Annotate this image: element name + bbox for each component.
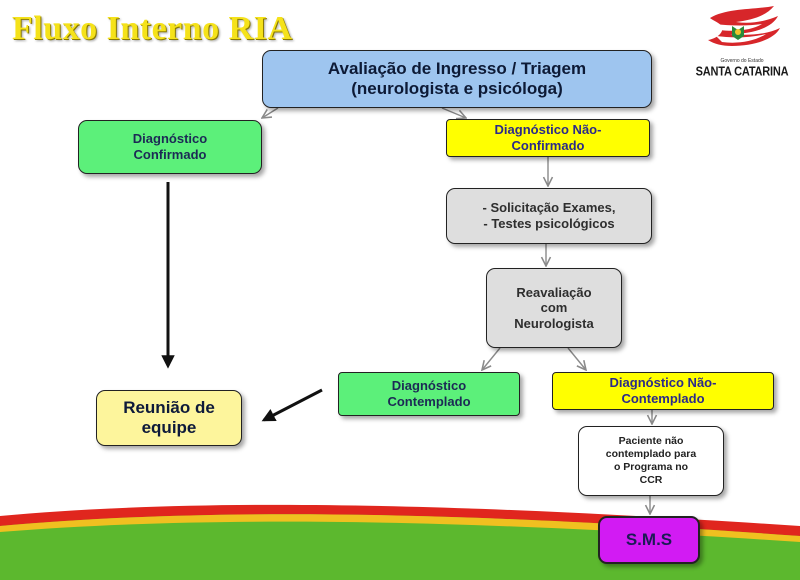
node-label: Reunião de [123, 397, 215, 417]
node-label: Confirmado [133, 147, 207, 162]
node-label: CCR [639, 474, 663, 487]
node-label: Neurologista [514, 315, 594, 331]
node-label: Contemplado [387, 394, 471, 409]
node-label: Diagnóstico [132, 131, 208, 147]
node-label: Paciente não [618, 434, 684, 447]
node-label: Avaliação de Ingresso / Triagem [327, 58, 587, 78]
node-label: Diagnóstico Não- [609, 375, 717, 391]
node-reavaliacao-neurologista: Reavaliação com Neurologista [486, 268, 622, 348]
node-avaliacao-triagem: Avaliação de Ingresso / Triagem (neurolo… [262, 50, 652, 108]
node-diagnostico-nao-contemplado: Diagnóstico Não- Contemplado [552, 372, 774, 410]
logo-subtitle: Governo do Estado [720, 58, 764, 64]
flag-icon [708, 6, 780, 46]
arrow-contemplado-to-reuniao [261, 388, 323, 422]
node-label: Reavaliação [516, 284, 592, 300]
node-diagnostico-nao-confirmado: Diagnóstico Não- Confirmado [446, 119, 650, 157]
node-reuniao-equipe: Reunião de equipe [96, 390, 242, 446]
node-label: Diagnóstico Não- [494, 122, 602, 138]
node-label: S.M.S [625, 529, 673, 549]
arrow-reavaliacao-to-nao-contemplado [567, 347, 586, 370]
arrow-triagem-to-nao-confirmado [441, 107, 466, 118]
node-label: o Programa no [613, 461, 689, 473]
node-label: - Testes psicológicos [483, 216, 615, 231]
node-label: com [540, 300, 568, 316]
logo-name: SANTA CATARINA [695, 65, 789, 79]
node-paciente-nao-contemplado: Paciente não contemplado para o Programa… [578, 426, 724, 496]
node-diagnostico-contemplado: Diagnóstico Contemplado [338, 372, 520, 416]
node-label: Diagnóstico [391, 378, 467, 394]
node-sms: S.M.S [598, 516, 700, 564]
node-label: Contemplado [621, 391, 705, 406]
node-label: contemplado para [605, 447, 697, 460]
arrow-triagem-to-confirmado [262, 107, 279, 118]
node-diagnostico-confirmado: Diagnóstico Confirmado [78, 120, 262, 174]
node-label: Confirmado [511, 138, 585, 153]
arrow-reavaliacao-to-contemplado [482, 347, 501, 370]
node-solicitacao-exames: - Solicitação Exames, - Testes psicológi… [446, 188, 652, 244]
santa-catarina-logo: Governo do Estado SANTA CATARINA [692, 4, 792, 86]
node-label: equipe [141, 418, 197, 437]
slide-title: Fluxo Interno RIA [12, 10, 293, 47]
node-label: (neurologista e psicóloga) [351, 79, 563, 98]
node-label: - Solicitação Exames, [482, 200, 616, 216]
